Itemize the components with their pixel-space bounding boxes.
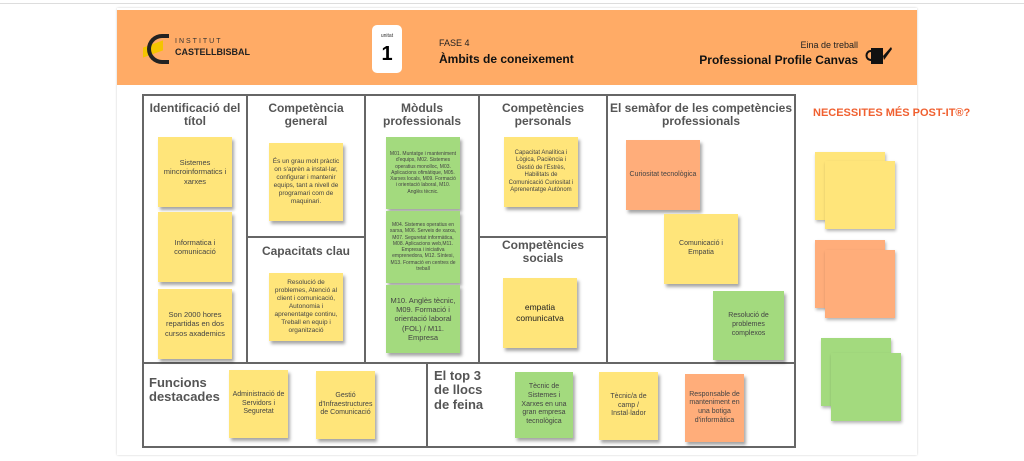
sticky-note[interactable]: Informatica i comunicació [158,212,232,282]
sticky-note[interactable]: Tècnic/a de camp / Instal·lador [599,372,658,440]
sticky-note[interactable]: M04. Sistemes operatius en xarxa, M06. S… [386,211,460,283]
tool-label: Eina de treball [800,40,858,50]
sticky-note[interactable]: Comunicació i Empatia [664,214,738,284]
logo-line1: INSTITUT [175,38,223,45]
sticky-note[interactable]: Capacitat Analítica i Lògica, Paciència … [504,137,578,207]
sticky-note[interactable]: És un grau molt pràctic on s'aprèn a ins… [269,143,343,221]
blank-note-orange[interactable] [825,250,895,318]
phase-label: FASE 4 [439,38,470,48]
sticky-note[interactable]: Sistemes mincroinformatics i xarxes [158,137,232,207]
blank-note-yellow[interactable] [825,161,895,229]
unit-badge: unitat 1 [372,25,402,73]
semafor-title: El semàfor de les competències professio… [609,101,793,129]
sticky-note[interactable]: Responsable de manteniment en una botiga… [685,374,744,442]
sticky-note[interactable]: Tècnic de Sistemes i Xarxes en una gran … [515,372,573,438]
logo-line2: CASTELLBISBAL [175,47,250,57]
blank-note-green[interactable] [831,353,901,421]
sticky-note[interactable]: M01. Muntatge i manteniment d'equips, M0… [386,137,460,209]
institut-logo: INSTITUT CASTELLBISBAL [143,34,250,64]
tool-title: Professional Profile Canvas [699,53,858,67]
competencia-general-title: Competència general [268,101,344,129]
unit-label: unitat [380,33,394,39]
sticky-note[interactable]: M10. Anglès tècnic, M09. Formació i orie… [386,285,460,353]
page-header: INSTITUT CASTELLBISBAL unitat 1 FASE 4 À… [117,10,917,85]
identificacio-title: Identificació del títol [149,101,241,129]
capacitats-title: Capacitats clau [261,244,351,258]
window-top-edge [0,3,1024,4]
socials-title: Competències socials [501,238,585,266]
more-postits-title: NECESSITES MÉS POST-IT®? [813,107,971,119]
sticky-note[interactable]: Resolució de problemes, Atenció al clien… [269,273,343,341]
sticky-note[interactable]: Administració de Servidors i Seguretat [229,370,288,438]
watering-can-icon [865,47,892,64]
phase-title: Àmbits de coneixement [439,52,574,66]
sticky-note[interactable]: Curiositat tecnològica [626,140,700,210]
personals-title: Competències personals [501,101,585,129]
unit-number: 1 [381,43,393,65]
sticky-note[interactable]: Resolució de problemes complexos [713,291,784,360]
sticky-note[interactable]: Son 2000 hores repartidas en dos cursos … [158,289,232,359]
funcions-title: Funcions destacades [149,375,220,405]
sticky-note[interactable]: Gestió d'Infraestructures de Comunicació [316,371,375,439]
sticky-note[interactable]: empatia comunicatva [503,278,577,348]
moduls-title: Mòduls professionals [382,101,462,129]
top3-title: El top 3 de llocs de feina [434,368,484,412]
